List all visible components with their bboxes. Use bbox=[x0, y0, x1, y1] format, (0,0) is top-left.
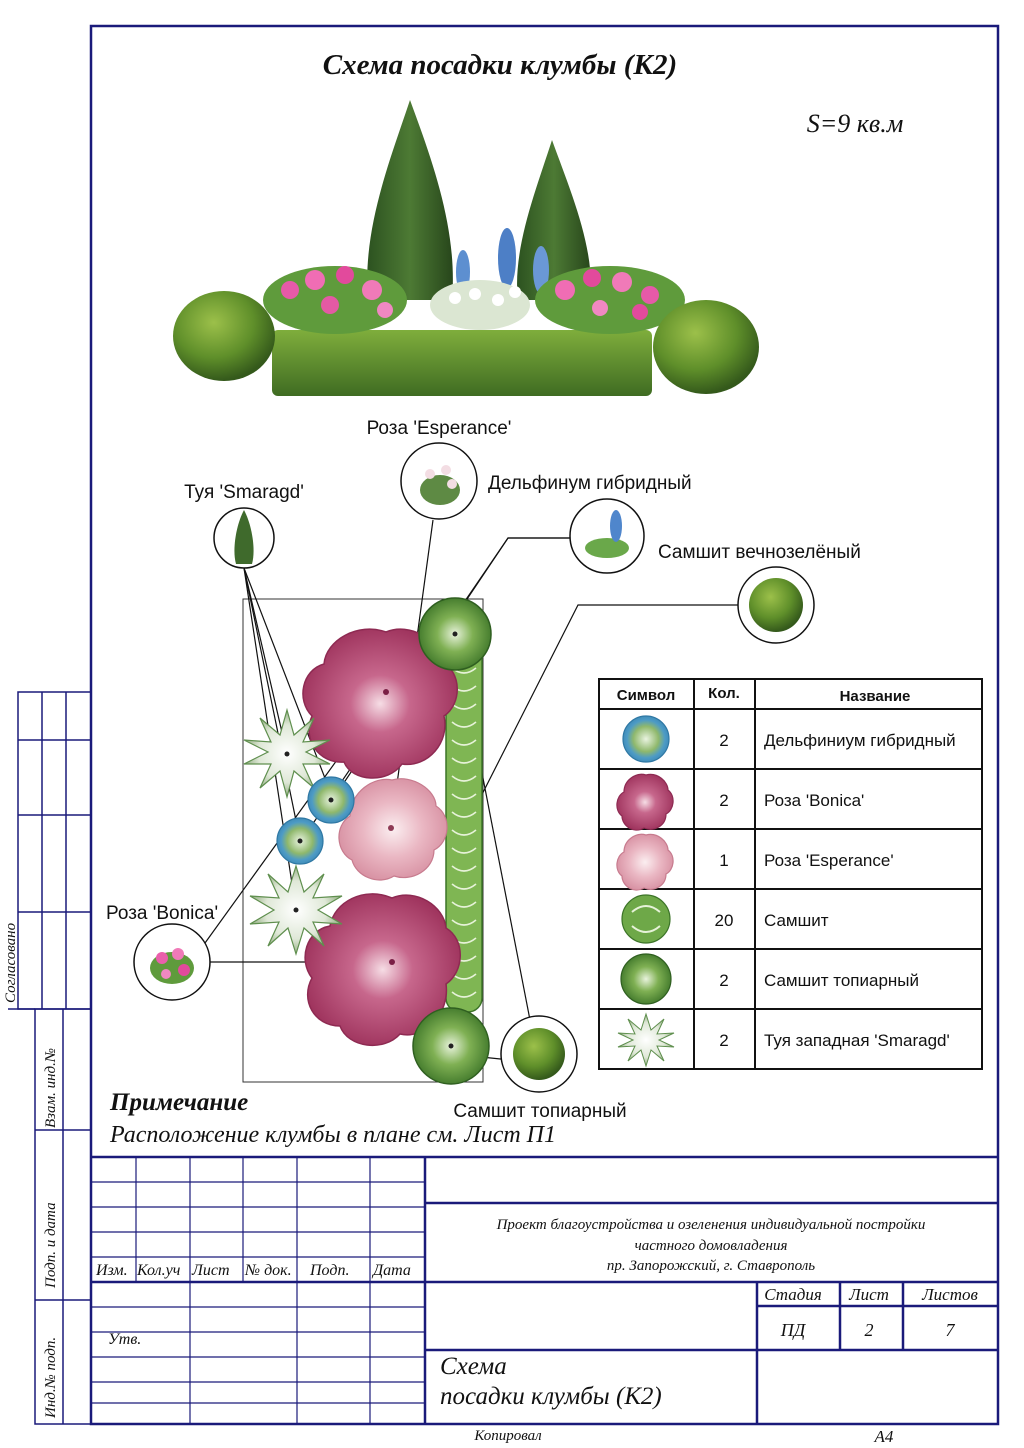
label-thuja: Туя 'Smaragd' bbox=[184, 482, 304, 503]
flowerbed-plan-boundary bbox=[242, 598, 484, 1083]
label-buxus: Самшит вечнозелёный bbox=[658, 542, 861, 563]
tb-sheet-value: 2 bbox=[865, 1320, 874, 1340]
tb-drawing-title-line1: Схема bbox=[440, 1353, 507, 1380]
legend-row-count: 20 bbox=[715, 911, 734, 930]
label-rosa-esperance: Роза 'Esperance' bbox=[367, 418, 512, 439]
legend-row-count: 2 bbox=[719, 731, 728, 750]
sign-date-label: Подп. и дата bbox=[43, 1202, 59, 1289]
legend-row-name: Роза 'Bonica' bbox=[764, 791, 864, 810]
legend-row-name: Самшит bbox=[764, 911, 829, 930]
label-rosa-bonica: Роза 'Bonica' bbox=[106, 903, 218, 924]
rosa-esperance-symbol-icon bbox=[616, 833, 674, 891]
delphinium-symbol-icon bbox=[622, 715, 670, 763]
title-block bbox=[91, 1155, 998, 1424]
tb-col-header: Изм. bbox=[95, 1262, 128, 1279]
tb-col-header: Кол.уч bbox=[136, 1262, 181, 1279]
agreed-label: Согласовано bbox=[3, 922, 19, 1003]
tb-drawing-title-line2: посадки клумбы (К2) bbox=[440, 1383, 662, 1410]
label-buxus-topiary: Самшит топиарный bbox=[453, 1101, 626, 1122]
tb-col-header: Подп. bbox=[309, 1262, 349, 1279]
legend-row-name: Дельфиниум гибридный bbox=[764, 731, 956, 750]
tb-approved: Утв. bbox=[108, 1331, 141, 1348]
legend-header-symbol: Символ bbox=[617, 687, 676, 704]
legend-row-count: 2 bbox=[719, 971, 728, 990]
tb-sheet-label: Лист bbox=[848, 1285, 889, 1304]
legend-row-name: Роза 'Esperance' bbox=[764, 851, 894, 870]
legend-row-count: 2 bbox=[719, 1031, 728, 1050]
tb-copied: Копировал bbox=[473, 1428, 542, 1444]
tb-col-header: № док. bbox=[244, 1262, 292, 1279]
rosa-bonica-symbol-icon bbox=[616, 773, 674, 831]
buxus-symbol-icon bbox=[621, 894, 671, 944]
inv-replace-label: Взам. инд.№ bbox=[43, 1048, 59, 1128]
tb-project-line2: частного домовладения bbox=[635, 1238, 788, 1254]
inv-orig-label: Инд.№ подп. bbox=[43, 1337, 59, 1419]
legend-row-name: Самшит топиарный bbox=[764, 971, 919, 990]
note-heading: Примечание bbox=[109, 1089, 248, 1116]
tb-col-header: Дата bbox=[371, 1262, 411, 1279]
tb-stage-label: Стадия bbox=[764, 1285, 822, 1304]
buxus-topiary-symbol-icon bbox=[620, 953, 672, 1005]
legend-row-name: Туя западная 'Smaragd' bbox=[764, 1031, 950, 1050]
page-title: Схема посадки клумбы (К2) bbox=[323, 49, 677, 81]
label-delphinium: Дельфинум гибридный bbox=[488, 473, 692, 494]
note-text: Расположение клумбы в плане см. Лист П1 bbox=[109, 1122, 556, 1148]
tb-sheets-value: 7 bbox=[946, 1320, 956, 1340]
plan-symbols bbox=[243, 597, 492, 1085]
legend-header-count: Кол. bbox=[708, 685, 740, 702]
flowerbed-elevation-illustration bbox=[173, 100, 759, 396]
side-stamp bbox=[8, 691, 92, 1425]
tb-project-line1: Проект благоустройства и озеленения инди… bbox=[496, 1217, 926, 1233]
tb-stage-value: ПД bbox=[780, 1320, 807, 1340]
legend-row-count: 1 bbox=[719, 851, 728, 870]
area-label: S=9 кв.м bbox=[807, 109, 904, 138]
callout-photos bbox=[133, 442, 815, 1093]
tb-col-header: Лист bbox=[191, 1262, 230, 1279]
legend-header-name: Название bbox=[840, 688, 911, 705]
legend-table: Символ Кол. Название 2 2 1 20 2 2 Дел bbox=[598, 678, 983, 1070]
tb-format: А4 bbox=[874, 1427, 894, 1446]
tb-sheets-label: Листов bbox=[921, 1285, 978, 1304]
thuja-symbol-icon bbox=[617, 1012, 675, 1068]
tb-project-line3: пр. Запорожский, г. Ставрополь bbox=[607, 1258, 815, 1274]
legend-row-count: 2 bbox=[719, 791, 728, 810]
